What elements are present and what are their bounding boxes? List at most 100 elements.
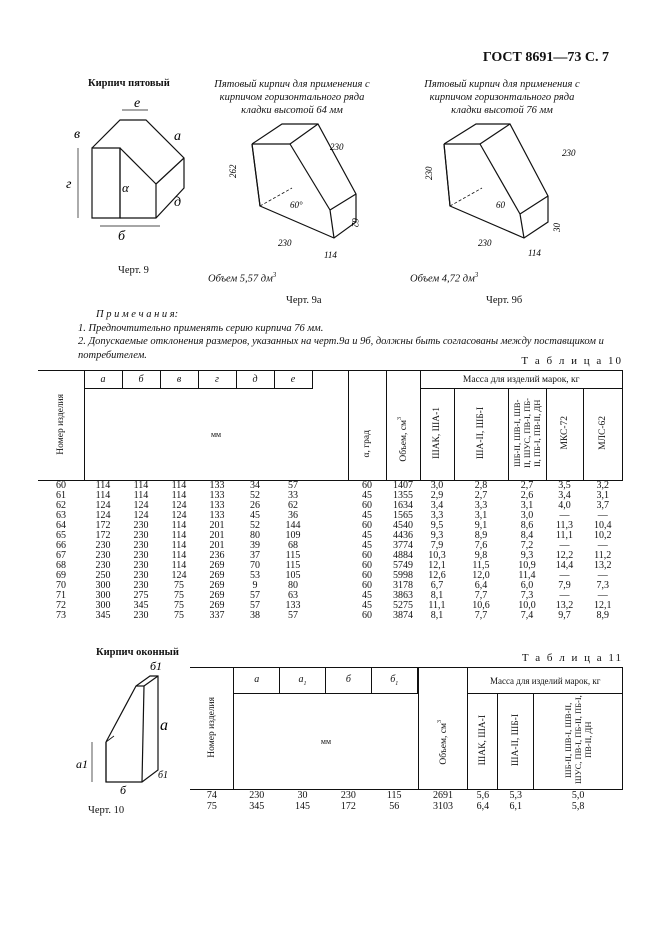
table-cell: 75	[174, 590, 184, 601]
fig9a-volume: Объем 5,57 дм3	[208, 271, 277, 285]
fig10-letter-b1-side: б1	[158, 770, 168, 781]
table-cell: 7,4	[520, 610, 534, 621]
t10-h-b: б	[121, 370, 161, 389]
table-cell: 114	[171, 490, 187, 501]
table-cell: 124	[171, 500, 187, 511]
table-cell: 114	[171, 480, 187, 491]
table-cell: 109	[285, 530, 301, 541]
table-cell: 145	[295, 801, 311, 812]
table-cell: 114	[133, 480, 149, 491]
table-cell: 250	[95, 570, 111, 581]
table-cell: 74	[206, 790, 217, 801]
fig9b-drawing: 230 230 60 30 230 114	[424, 123, 576, 258]
table-cell: 11,1	[555, 530, 574, 541]
table-cell: 45	[362, 490, 372, 501]
t10-h-volume: Объем, см3	[385, 370, 421, 481]
table-cell: 36	[288, 510, 298, 521]
table-cell: 124	[171, 570, 187, 581]
table-gap-cell	[312, 551, 348, 561]
table-cell: 144	[285, 520, 301, 531]
fig9-letter-alpha: α	[122, 180, 130, 195]
table-gap-cell	[312, 601, 348, 611]
fig9-letter-e: е	[134, 96, 140, 111]
table-gap-cell	[312, 481, 348, 492]
table-cell: 8,4	[520, 530, 534, 541]
table-cell: 2,9	[430, 490, 444, 501]
table-cell: 5,0	[571, 790, 585, 801]
table-cell: 62	[288, 500, 298, 511]
fig10-letter-a1: а1	[76, 757, 88, 771]
table-cell: 230	[340, 790, 356, 801]
table-cell: 34	[250, 480, 260, 491]
table-cell: 6,1	[509, 801, 523, 812]
table-cell: 11,4	[518, 570, 536, 581]
table-cell: 337	[209, 610, 225, 621]
fig9-label: Черт. 9	[118, 265, 149, 276]
table-cell: 236	[209, 550, 225, 561]
table-cell: 3178	[393, 580, 413, 591]
table-cell: 114	[171, 540, 187, 551]
table-cell: 124	[95, 510, 111, 521]
table-cell: 6,4	[476, 801, 490, 812]
table-cell: 5998	[393, 570, 413, 581]
table-cell: 45	[362, 600, 372, 611]
t11-h-m1: ШАК, ША-I	[467, 693, 499, 790]
t10-h-d: д	[235, 370, 275, 389]
table-cell: 10,9	[518, 560, 536, 571]
fig9a-dim-top: 230	[330, 142, 344, 152]
table-cell: 5749	[393, 560, 413, 571]
table-cell: 114	[133, 490, 149, 501]
table-cell: 115	[386, 790, 402, 801]
t10-h-m1: ШАК, ША-1	[419, 388, 455, 481]
table-cell: 115	[285, 560, 301, 571]
t10-h-m5: МЛС-62	[582, 388, 623, 481]
table-cell: 53	[250, 570, 260, 581]
t11-h-item: Номер изделия	[190, 667, 235, 790]
table-cell: 45	[362, 540, 372, 551]
fig9-letter-a: а	[174, 129, 181, 144]
table-cell: 63	[288, 590, 298, 601]
table-cell: 13,2	[594, 560, 612, 571]
table-cell: 45	[362, 590, 372, 601]
table-cell: 124	[133, 500, 149, 511]
table-cell: 7,3	[520, 590, 534, 601]
table-cell: 9,7	[558, 610, 571, 621]
table-cell: 60	[56, 480, 66, 491]
table-cell: 3,2	[596, 480, 610, 491]
table-cell: 75	[174, 600, 184, 611]
table-cell: 1634	[393, 500, 413, 511]
table-cell: 2,8	[474, 480, 488, 491]
table-cell: 269	[209, 580, 225, 591]
fig10-label: Черт. 10	[88, 805, 125, 816]
table-cell: 6,7	[430, 580, 444, 591]
table-cell: 62	[56, 500, 66, 511]
table-cell: 45	[362, 530, 372, 541]
fig9b-volume: Объем 4,72 дм3	[410, 271, 479, 285]
fig9b-caption: Пятовый кирпич для применения с кирпичом…	[424, 79, 580, 116]
table-cell: 133	[209, 480, 225, 491]
table-gap-cell	[312, 531, 348, 541]
table-cell: 12,1	[594, 600, 612, 611]
table-cell: 230	[95, 560, 111, 571]
table-cell: 57	[250, 590, 260, 601]
table-cell: 10,4	[594, 520, 612, 531]
table-cell: 3,1	[596, 490, 610, 501]
table-cell: 3,7	[596, 500, 610, 511]
table-cell: 114	[171, 560, 187, 571]
table-cell: 1355	[393, 490, 413, 501]
table-gap-cell	[312, 521, 348, 531]
t10-h-a: а	[83, 370, 123, 389]
table-cell: 300	[95, 590, 111, 601]
table-cell: 3,0	[430, 480, 444, 491]
table-gap-cell	[312, 561, 348, 571]
fig9-letter-g: г	[66, 177, 72, 192]
table-cell: 60	[362, 500, 372, 511]
t10-h-m3: ШБ-II, ШВ-I, ШВ-II, ШУС, ПВ-I, ПБ-II, ПБ…	[507, 388, 547, 481]
table-cell: 2691	[433, 790, 454, 801]
table-cell: 68	[56, 560, 66, 571]
table-cell: 8,9	[474, 530, 488, 541]
table-cell: 66	[56, 540, 66, 551]
table-cell: 114	[95, 480, 111, 491]
